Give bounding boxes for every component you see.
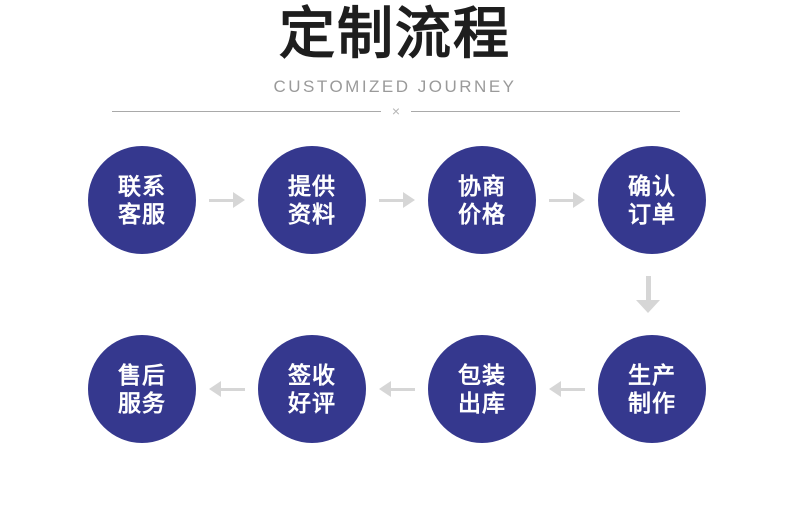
page-title: 定制流程: [279, 2, 511, 65]
section-divider: ×: [112, 103, 680, 119]
step-label-line: 联系: [118, 172, 166, 199]
arrow-left-icon: [379, 381, 415, 397]
flow-step-aftersales-service: 售后 服务: [88, 335, 196, 443]
step-label-line: 签收: [288, 361, 336, 388]
step-label-line: 出库: [458, 390, 506, 416]
arrow-right-icon: [549, 192, 585, 208]
step-label-line: 提供: [288, 172, 336, 199]
step-label-line: 确认: [628, 172, 676, 199]
step-label-line: 好评: [288, 390, 336, 416]
step-label-line: 包装: [458, 361, 506, 388]
arrow-right-icon: [209, 192, 245, 208]
flow-step-sign-review: 签收 好评: [258, 335, 366, 443]
flow-step-packing-shipping: 包装 出库: [428, 335, 536, 443]
step-label-line: 价格: [458, 201, 506, 227]
step-label-line: 客服: [118, 201, 166, 227]
step-label-line: 制作: [628, 390, 676, 416]
divider-line-left: [112, 110, 381, 112]
step-label-line: 订单: [628, 201, 676, 227]
flow-step-provide-materials: 提供 资料: [258, 146, 366, 254]
flow-row-2: 售后 服务 签收 好评 包装 出库 生产 制作: [88, 335, 706, 443]
step-label-line: 生产: [628, 361, 676, 388]
divider-line-right: [411, 110, 680, 112]
step-label-line: 服务: [118, 390, 166, 416]
flow-step-confirm-order: 确认 订单: [598, 146, 706, 254]
arrow-left-icon: [549, 381, 585, 397]
arrow-left-icon: [209, 381, 245, 397]
arrow-right-icon: [379, 192, 415, 208]
flow-row-1: 联系 客服 提供 资料 协商 价格 确认 订单: [88, 146, 706, 254]
step-label-line: 资料: [288, 201, 336, 227]
arrow-down-icon: [636, 276, 660, 313]
step-label-line: 协商: [458, 172, 506, 199]
step-label-line: 售后: [118, 361, 166, 388]
page-subtitle: CUSTOMIZED JOURNEY: [273, 76, 517, 96]
flow-step-production: 生产 制作: [598, 335, 706, 443]
divider-x-mark: ×: [391, 103, 401, 119]
flow-step-negotiate-price: 协商 价格: [428, 146, 536, 254]
flow-step-contact-service: 联系 客服: [88, 146, 196, 254]
